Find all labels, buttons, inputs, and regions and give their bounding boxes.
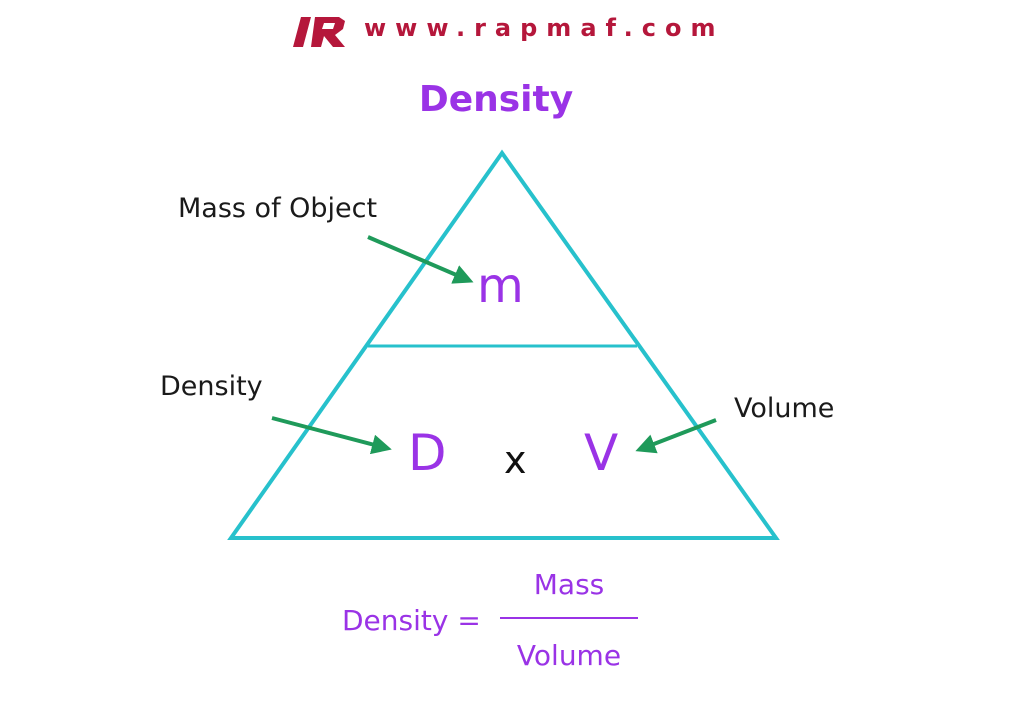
formula-numerator: Mass [533,568,605,601]
formula-lhs: Density = [342,604,481,637]
mass-of-object-label: Mass of Object [178,193,378,224]
fraction-bar [500,617,638,619]
volume-arrow [635,418,717,454]
rapmaf-logo [293,17,345,47]
mass-symbol: m [477,258,524,314]
formula-denominator: Volume [516,639,622,672]
density-label: Density [160,371,263,402]
volume-symbol: V [584,424,619,482]
volume-label: Volume [734,393,835,424]
diagram-title: Density [418,79,574,120]
density-arrow [271,416,392,455]
density-symbol: D [408,424,447,482]
site-url: www.rapmaf.com [364,14,725,42]
mass-arrow [367,235,474,284]
site-header: www.rapmaf.com [0,8,1024,48]
triangle-outline [227,149,780,540]
multiply-operator: x [504,438,527,482]
